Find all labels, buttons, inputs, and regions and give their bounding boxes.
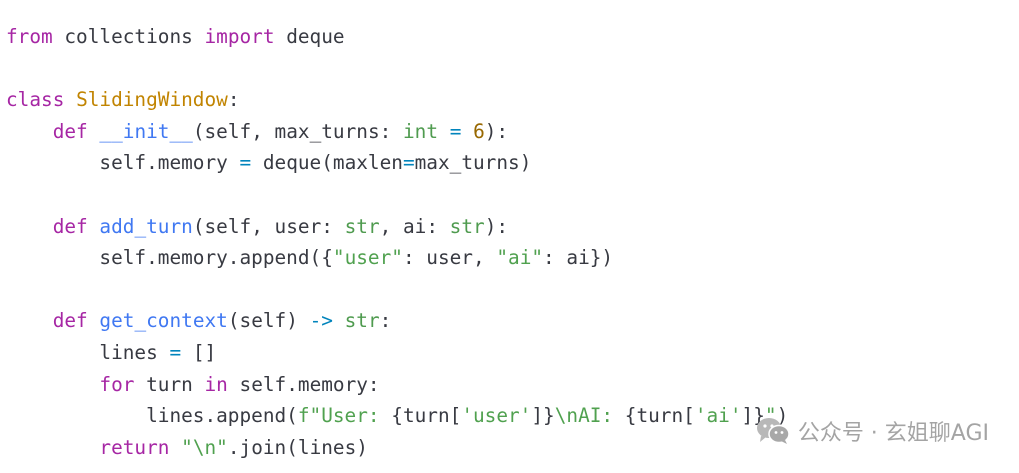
code-lines: from collections import deque class Slid… [6,21,1019,463]
code-token: add_turn [99,214,193,238]
code-token: , ai: [379,214,450,238]
code-token: f"User: [297,404,392,428]
code-token [169,436,181,459]
code-token: : user, [402,246,497,270]
code-token: def [52,214,88,238]
code-token: class [6,88,65,112]
code-line [6,53,1019,85]
code-token: " [764,404,777,428]
code-token: \nAI: [554,404,625,428]
code-line [6,274,1019,306]
code-token [88,309,100,332]
code-token: : ai}) [543,246,614,270]
code-token: in [204,372,228,396]
code-line: class SlidingWindow: [6,84,1019,116]
code-token: collections [52,25,205,48]
code-token: (self, max_turns: [192,119,403,143]
watermark: 公众号 · 玄姐聊AGI [756,415,989,447]
code-token: (self, user: [192,214,345,238]
code-token: max_turns) [414,151,532,175]
code-token: = [169,340,182,364]
code-token: deque(maxlen [251,151,403,175]
code-token: lines.append( [6,404,298,428]
code-token: : [379,309,392,333]
code-token: str [344,309,380,333]
code-token: deque [274,25,345,48]
code-token [438,120,450,143]
code-token: ): [484,214,509,238]
code-line: self.memory.append({"user": user, "ai": … [6,242,1019,274]
code-line: def get_context(self) -> str: [6,305,1019,337]
code-token: def [52,309,88,333]
code-token [461,120,473,143]
code-token [64,88,76,111]
code-token: get_context [99,309,228,333]
code-token: str [449,214,485,238]
watermark-text: 公众号 · 玄姐聊AGI [797,421,989,446]
code-line: from collections import deque [6,21,1019,53]
code-token: return [99,435,170,459]
code-token [6,309,53,332]
wechat-icon [756,417,790,445]
code-token: = [239,151,252,175]
code-token: 6 [473,119,485,143]
code-token: : [227,88,240,112]
code-token [333,309,345,332]
code-line: def add_turn(self, user: str, ai: str): [6,211,1019,243]
code-token: self.memory: [227,372,380,396]
code-line: self.memory = deque(maxlen=max_turns) [6,147,1019,179]
code-token: def [52,119,88,143]
code-token: SlidingWindow [76,88,228,112]
code-line: def __init__(self, max_turns: int = 6): [6,116,1019,148]
code-token: 'ai' [694,404,742,428]
code-token [6,373,99,396]
code-token: int [402,119,438,143]
code-token: "ai" [496,246,544,270]
code-token: [] [181,340,217,364]
code-token: self.memory [6,151,240,175]
code-token: from [6,25,53,48]
code-token: 'user' [461,404,532,428]
code-token: "user" [332,246,403,270]
code-token: {turn[ [391,404,462,428]
code-token: = [449,119,462,143]
code-token [88,215,100,238]
code-token: self.memory.append({ [6,246,333,270]
code-token: -> [309,309,333,333]
code-token: turn [134,372,205,396]
code-token: (self) [227,309,310,333]
code-line [6,179,1019,211]
code-line: for turn in self.memory: [6,369,1019,401]
code-line: return "\n".join(lines) [6,432,1019,464]
code-token: {turn[ [624,404,695,428]
code-token: str [344,214,380,238]
code-token [88,120,100,143]
code-line: lines.append(f"User: {turn['user']}\nAI:… [6,400,1019,432]
code-line: lines = [] [6,337,1019,369]
code-token: "\n" [181,435,228,459]
code-token: ) [776,404,789,428]
code-token: lines [6,340,170,364]
code-token [6,215,53,238]
code-token: ]} [531,404,555,428]
code-token: = [402,151,415,175]
code-token: ): [484,119,509,143]
code-token: ]} [741,404,765,428]
code-token: for [99,372,135,396]
code-token: import [204,25,275,48]
code-token [6,436,99,459]
code-token: .join(lines) [227,435,368,459]
code-token: __init__ [99,119,193,143]
code-token [6,120,53,143]
